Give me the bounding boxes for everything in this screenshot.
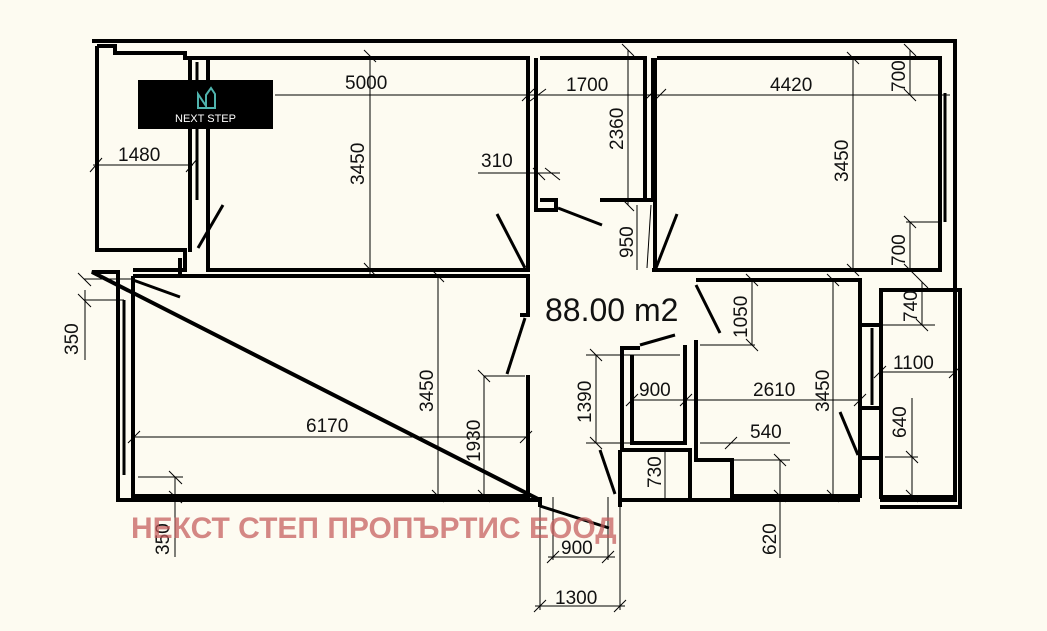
- dim-small-room-top: 740: [901, 290, 922, 322]
- dimension-ticks: [77, 43, 962, 613]
- door-bedroom-left: [495, 213, 527, 269]
- dim-window-right-top: 700: [889, 60, 910, 92]
- dim-bedroom-right-height: 3450: [832, 140, 853, 182]
- room-kitchen: [694, 278, 862, 498]
- dim-wc-height: 1390: [575, 381, 596, 423]
- dim-wc-width: 900: [639, 380, 671, 401]
- dim-kitchen-depth: 1050: [731, 296, 752, 338]
- dim-small-room-bottom: 640: [890, 406, 911, 438]
- dim-corridor-gap: 950: [617, 226, 638, 258]
- dim-bedroom-right-width: 4420: [770, 75, 812, 96]
- company-watermark: НЕКСТ СТЕП ПРОПЪРТИС ЕООД: [131, 512, 617, 545]
- dim-bathroom-height: 2360: [607, 108, 628, 150]
- next-step-logo: NEXT STEP: [138, 80, 273, 129]
- dim-kitchen-width: 2610: [753, 380, 795, 401]
- dim-bathroom-door-offset: 310: [481, 151, 513, 172]
- dim-entrance-door: 900: [561, 538, 593, 559]
- logo-text: NEXT STEP: [175, 112, 236, 125]
- dim-living-width: 6170: [306, 416, 348, 437]
- total-area-label: 88.00 m2: [545, 292, 678, 328]
- dim-entrance-total: 1300: [555, 588, 597, 609]
- room-bedroom-right: [652, 58, 947, 272]
- dim-bedroom-left-width: 5000: [345, 73, 387, 94]
- dim-left-window-offset-bottom: 350: [153, 523, 174, 555]
- dim-kitchen-step: 540: [750, 422, 782, 443]
- dim-bedroom-left-height: 3450: [348, 143, 369, 185]
- dim-left-window-offset-top: 350: [62, 323, 83, 355]
- dimension-lines: [84, 50, 955, 610]
- dim-living-door-span: 1930: [464, 420, 485, 462]
- dim-bathroom-width: 1700: [566, 75, 608, 96]
- house-ns-monogram-icon: [196, 85, 216, 109]
- dim-balcony-width: 1480: [118, 145, 160, 166]
- dim-kitchen-height: 3450: [813, 370, 834, 412]
- dim-window-right-bottom: 700: [889, 234, 910, 266]
- dim-kitchen-step-depth: 620: [760, 523, 781, 555]
- dim-living-height: 3450: [417, 370, 438, 412]
- outer-walls: [91, 39, 962, 509]
- dim-small-room-width: 1100: [893, 353, 934, 374]
- dimension-labels: 5000 1480 3450 1700 2360 310 950 4420 34…: [62, 60, 934, 609]
- room-storage: [862, 288, 957, 499]
- dim-wc-lower: 730: [645, 456, 666, 488]
